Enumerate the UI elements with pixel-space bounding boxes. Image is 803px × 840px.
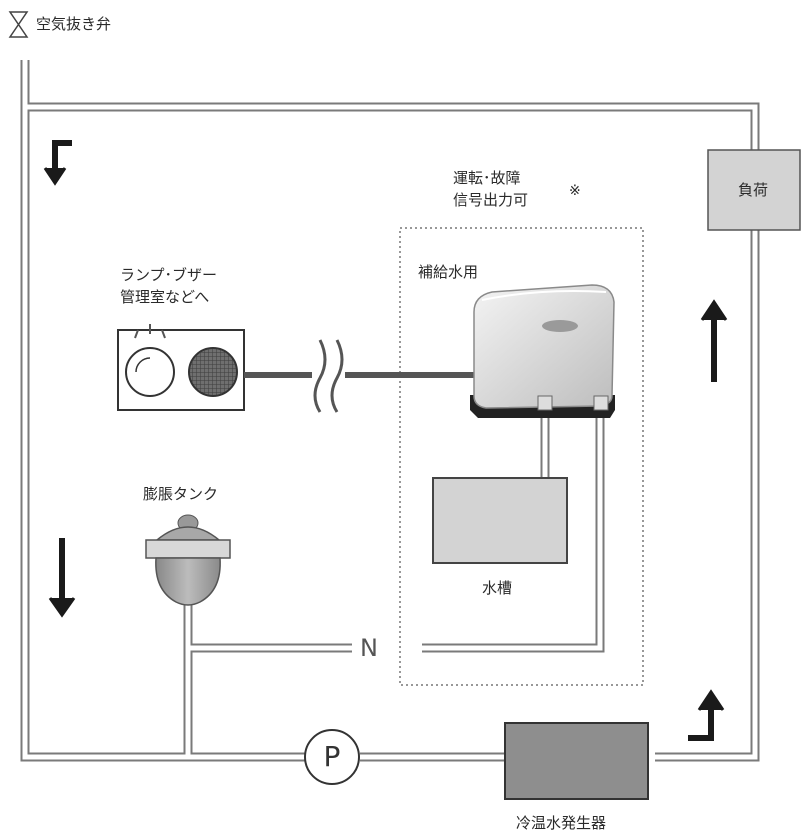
arrow-down-left bbox=[48, 538, 76, 618]
note-mark: ※ bbox=[569, 183, 581, 199]
load-label: 負荷 bbox=[738, 181, 769, 199]
arrow-up-bottom-right bbox=[688, 689, 725, 741]
air-vent-icon bbox=[8, 11, 29, 38]
arrow-down-top-left bbox=[43, 140, 72, 186]
makeup-pump-unit bbox=[470, 284, 615, 418]
check-valve-label: N bbox=[360, 634, 378, 662]
makeup-unit-enclosure bbox=[399, 227, 644, 686]
signal-output-label-line2: 信号出力可 bbox=[453, 191, 529, 209]
chiller-label: 冷温水発生器 bbox=[516, 814, 607, 832]
pump-label: P bbox=[323, 740, 341, 773]
pump-circle bbox=[304, 729, 360, 785]
signal-output-label-line1: 運転･故障 bbox=[453, 169, 521, 187]
water-tank-label: 水槽 bbox=[482, 579, 513, 597]
lamp-buzzer-label-line1: ランプ･ブザー bbox=[120, 266, 218, 284]
signal-cable bbox=[244, 339, 475, 413]
load-box bbox=[707, 149, 801, 231]
chiller-box bbox=[504, 722, 649, 800]
arrow-up-right bbox=[700, 299, 728, 382]
lamp-buzzer-panel bbox=[117, 324, 245, 411]
expansion-tank bbox=[145, 514, 231, 606]
makeup-water-label: 補給水用 bbox=[418, 263, 479, 281]
lamp-buzzer-label-line2: 管理室などへ bbox=[120, 288, 210, 306]
pipe-network bbox=[20, 60, 760, 762]
water-tank-box bbox=[432, 477, 568, 564]
air-vent-label: 空気抜き弁 bbox=[36, 15, 112, 33]
expansion-tank-label: 膨脹タンク bbox=[143, 485, 219, 503]
